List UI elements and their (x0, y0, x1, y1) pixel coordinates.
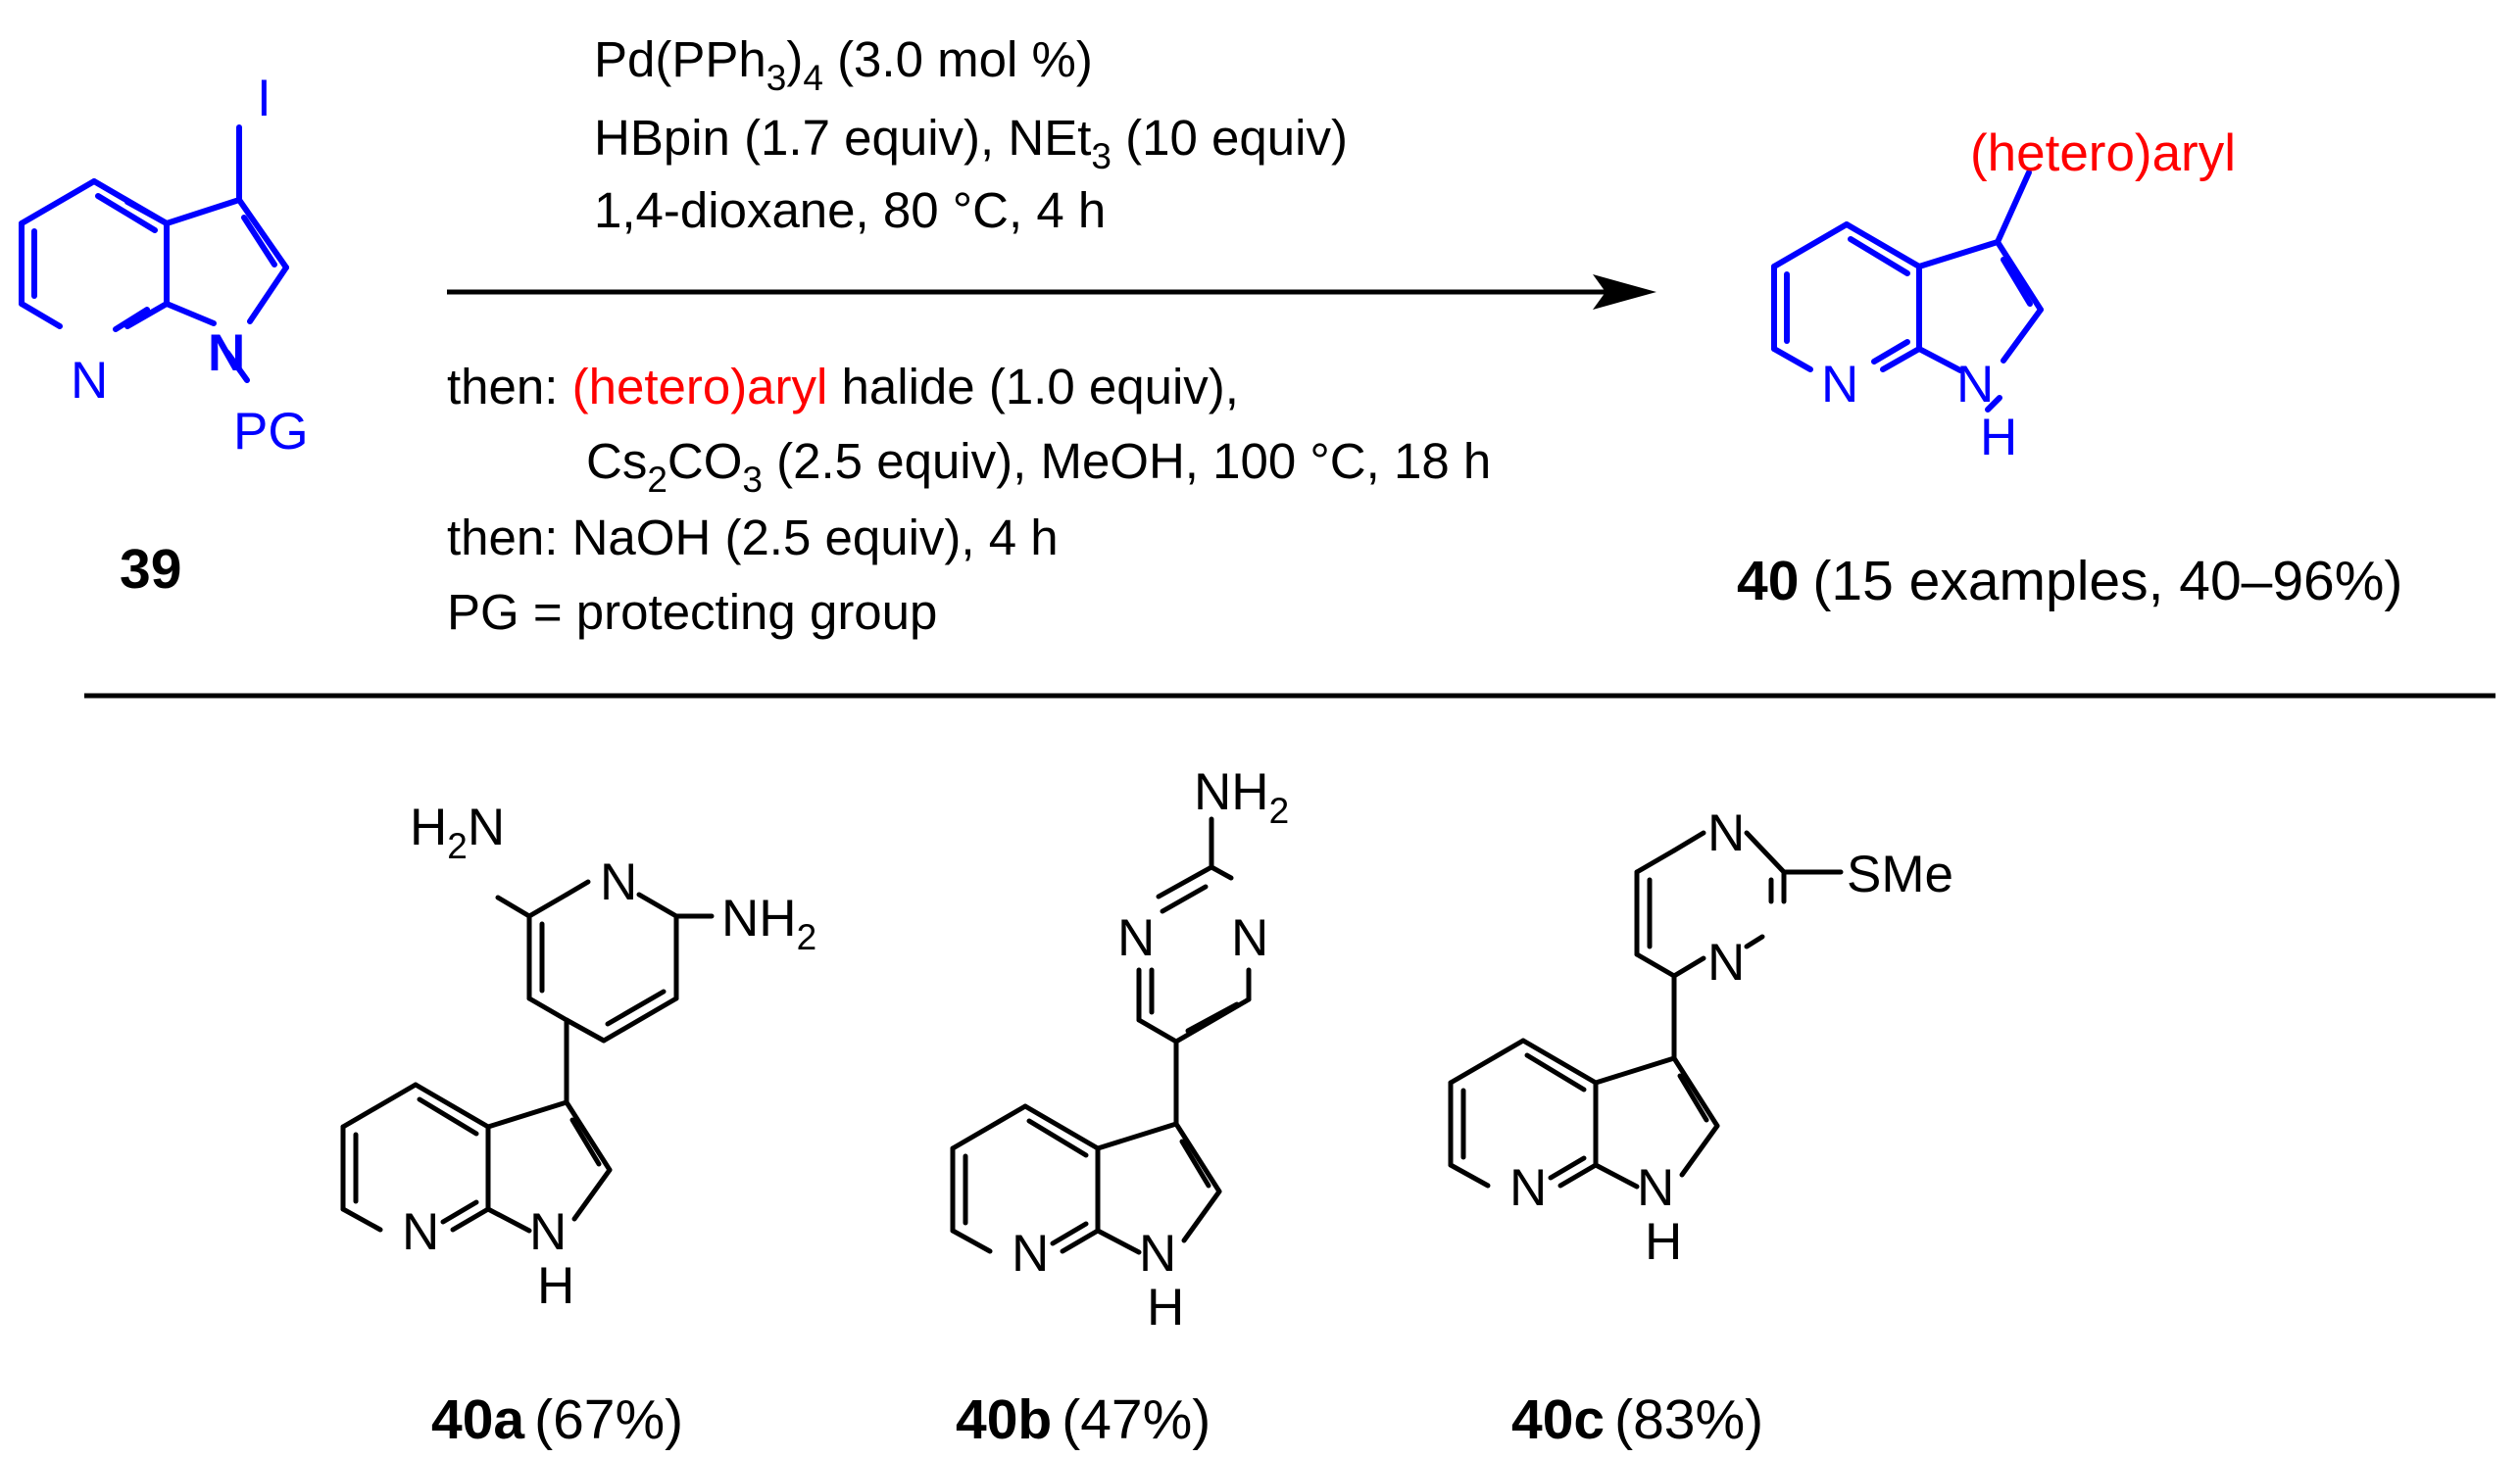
svg-text:N: N (1117, 909, 1155, 967)
protecting-group-label: PG (233, 403, 309, 461)
product-pyrrole-h: H (1980, 409, 2017, 466)
svg-text:H: H (537, 1257, 574, 1315)
svg-text:1,4-dioxane, 80 °C, 4 h: 1,4-dioxane, 80 °C, 4 h (594, 182, 1106, 238)
svg-text:N: N (402, 1203, 439, 1261)
example-40b-structure (950, 816, 1252, 1255)
example-40a-structure (340, 879, 715, 1234)
svg-text:N: N (529, 1203, 567, 1261)
reactant-labels: I N N PG (71, 70, 309, 461)
pyrrole-n-label: N (208, 324, 245, 382)
svg-text:then: NaOH (2.5 equiv), 4 h: then: NaOH (2.5 equiv), 4 h (447, 510, 1059, 565)
svg-text:N: N (1637, 1159, 1674, 1217)
svg-text:N: N (1012, 1225, 1049, 1283)
svg-text:H: H (1645, 1213, 1682, 1271)
example-40a-labels: N N H N H2N NH2 (402, 799, 816, 1315)
example-40a-label: 40a(67%) (431, 1388, 683, 1451)
svg-text:then: (hetero)aryl halide (1.0: then: (hetero)aryl halide (1.0 equiv), (447, 359, 1239, 414)
reaction-arrow (447, 274, 1656, 310)
product-label: 40(15 examples, 40–96%) (1737, 550, 2402, 612)
svg-text:H2N: H2N (410, 799, 505, 866)
svg-text:N: N (1231, 909, 1268, 967)
svg-text:N: N (1509, 1159, 1547, 1217)
product-labels: (hetero)aryl N N H (1821, 124, 2236, 466)
svg-text:HBpin (1.7 equiv), NEt3 (10 eq: HBpin (1.7 equiv), NEt3 (10 equiv) (594, 110, 1348, 176)
svg-text:N: N (1707, 804, 1745, 862)
product-pyridine-n: N (1821, 356, 1858, 413)
svg-text:N: N (1139, 1225, 1176, 1283)
svg-text:SMe: SMe (1847, 846, 1953, 903)
svg-text:N: N (600, 853, 637, 911)
svg-text:N: N (1707, 934, 1745, 992)
svg-text:NH2: NH2 (721, 890, 816, 957)
iodine-label: I (257, 70, 272, 127)
svg-text:Pd(PPh3)4 (3.0 mol %): Pd(PPh3)4 (3.0 mol %) (594, 31, 1093, 98)
conditions-below: then: (hetero)aryl halide (1.0 equiv), C… (447, 359, 1491, 640)
product-substituent-label: (hetero)aryl (1970, 124, 2236, 182)
svg-text:NH2: NH2 (1194, 763, 1289, 831)
reactant-id-label: 39 (120, 538, 181, 601)
svg-text:H: H (1147, 1279, 1184, 1336)
example-40b-label: 40b(47%) (956, 1388, 1211, 1451)
example-40c-structure (1448, 830, 1844, 1190)
pyridine-n-label: N (71, 352, 108, 410)
product-pyrrole-n: N (1956, 356, 1994, 413)
example-40c-labels: N N H N N SMe (1509, 804, 1953, 1271)
svg-text:PG = protecting group: PG = protecting group (447, 584, 937, 640)
product-structure (1771, 170, 2044, 413)
example-40c-label: 40c(83%) (1511, 1388, 1763, 1451)
svg-text:Cs2CO3 (2.5 equiv), MeOH, 100: Cs2CO3 (2.5 equiv), MeOH, 100 °C, 18 h (586, 433, 1491, 500)
reactant-structure (19, 124, 289, 383)
conditions-above: Pd(PPh3)4 (3.0 mol %) HBpin (1.7 equiv),… (594, 31, 1348, 238)
example-40b-labels: N N H N N NH2 (1012, 763, 1289, 1336)
